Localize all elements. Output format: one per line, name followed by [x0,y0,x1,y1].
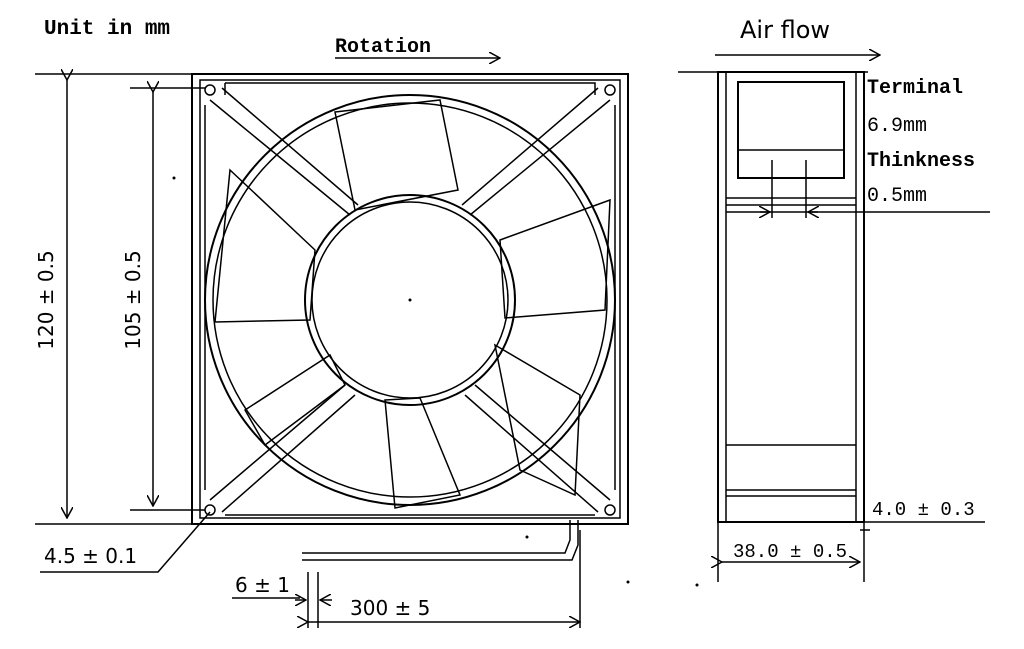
lead-strip-dim: 6 ± 1 [235,573,290,597]
hub-center-dot [408,298,412,302]
fan-blades [214,99,611,509]
hole-spacing-dim: 105 ± 0.5 [121,250,145,349]
terminal-label: Terminal [867,77,963,100]
frame-struts [209,87,611,513]
air-flow-label: Air flow [740,16,830,44]
hole-diameter-dim: 4.5 ± 0.1 [44,544,137,568]
thickness-label: Thinkness [867,150,975,173]
depth-dim: 38.0 ± 0.5 [733,541,847,563]
flange-thickness-dim: 4.0 ± 0.3 [872,499,975,521]
lead-length-dim: 300 ± 5 [350,596,430,620]
lead-wires [302,520,579,561]
mounting-hole-br [604,504,616,516]
side-view [678,71,990,582]
side-body-outer [717,71,865,523]
rotation-label: Rotation [335,36,431,59]
terminal-box [737,81,845,179]
fan-frame-inner [199,79,621,519]
thickness-value-label: 0.5mm [867,185,927,208]
fan-hub-inner [311,201,509,399]
mounting-hole-tl [204,84,216,96]
terminal-width-label: 6.9mm [867,115,927,138]
front-view [191,73,629,561]
unit-label: Unit in mm [44,18,170,41]
mounting-hole-bl [204,504,216,516]
fan-frame-outer [191,73,629,525]
front-dimensions [35,74,580,628]
mounting-hole-tr [604,84,616,96]
outer-size-dim: 120 ± 0.5 [34,250,58,349]
fan-hub-outer [304,194,516,406]
